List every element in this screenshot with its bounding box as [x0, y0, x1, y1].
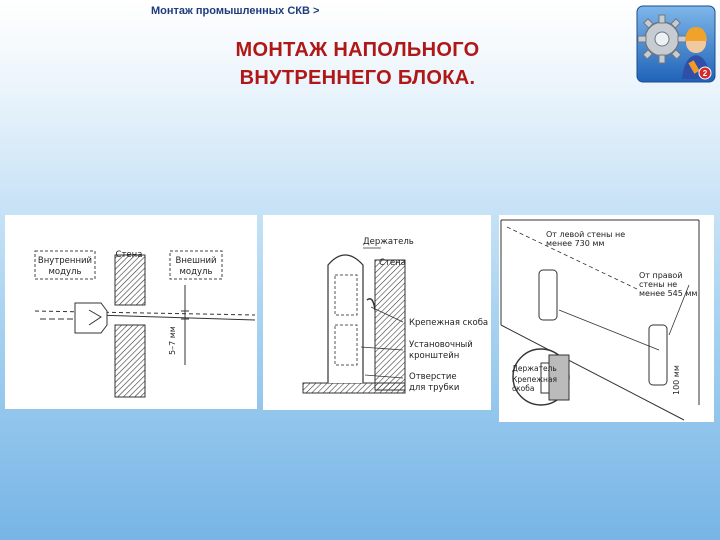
- wall-label: Стена: [379, 258, 406, 268]
- outer-module-label: Внешний модуль: [169, 250, 223, 280]
- slope-label: 5–7 мм: [168, 326, 177, 355]
- svg-text:Внешний: Внешний: [175, 256, 216, 266]
- indoor-unit: [327, 254, 364, 383]
- room-corner: [500, 219, 700, 421]
- left-wall-label-1: От левой стены не: [546, 230, 625, 239]
- hole-label-1: Отверстие: [409, 372, 457, 382]
- logo-badge: 2: [703, 69, 708, 78]
- svg-text:модуль: модуль: [180, 267, 213, 277]
- left-wall-label-2: менее 730 мм: [546, 239, 604, 248]
- logo: 2: [636, 5, 716, 83]
- mount-bracket-label-2: кронштейн: [409, 351, 459, 361]
- hole-label-2: для трубки: [409, 383, 459, 393]
- right-holder: [648, 324, 668, 386]
- page-title: МОНТАЖ НАПОЛЬНОГО ВНУТРЕННЕГО БЛОКА.: [180, 36, 535, 92]
- left-holder: [538, 269, 558, 321]
- wall-section: [114, 254, 146, 398]
- mount-bracket-label-1: Установочный: [409, 340, 473, 350]
- holder-label: Держатель: [363, 237, 414, 247]
- inner-module-label: Внутренний модуль: [34, 250, 96, 280]
- right-wall-label-1: От правой: [639, 271, 683, 280]
- breadcrumb[interactable]: Монтаж промышленных СКВ >: [151, 5, 320, 17]
- detail-circle: [512, 348, 570, 406]
- right-wall-label-3: менее 545 мм: [639, 289, 697, 298]
- height-label: 100 мм: [672, 365, 681, 395]
- title-line-2: ВНУТРЕННЕГО БЛОКА.: [239, 67, 476, 89]
- pipe: [34, 302, 256, 334]
- slope-dimension: [181, 285, 189, 365]
- right-wall-label-2: стены не: [639, 280, 677, 289]
- figure-installation-clearance: От левой стены не менее 730 мм От правой…: [499, 215, 714, 422]
- wall-label: Стена: [116, 250, 143, 260]
- figure-pipe-slope: Внутренний модуль Стена Внешний модуль 5…: [5, 215, 257, 409]
- detail-holder-label: Держатель: [512, 364, 557, 373]
- floor-section: [302, 382, 406, 394]
- detail-bracket-label-2: скоба: [512, 384, 534, 393]
- detail-bracket-label-1: Крепежная: [512, 375, 557, 384]
- title-line-1: МОНТАЖ НАПОЛЬНОГО: [235, 39, 480, 61]
- gear-icon: [637, 14, 687, 64]
- svg-text:Внутренний: Внутренний: [38, 256, 92, 266]
- bracket-label: Крепежная скоба: [409, 318, 488, 328]
- wall-section: [374, 259, 406, 391]
- svg-text:модуль: модуль: [49, 267, 82, 277]
- figure-holder-mounting: Держатель Стена Крепежная скоба Установо…: [263, 215, 491, 410]
